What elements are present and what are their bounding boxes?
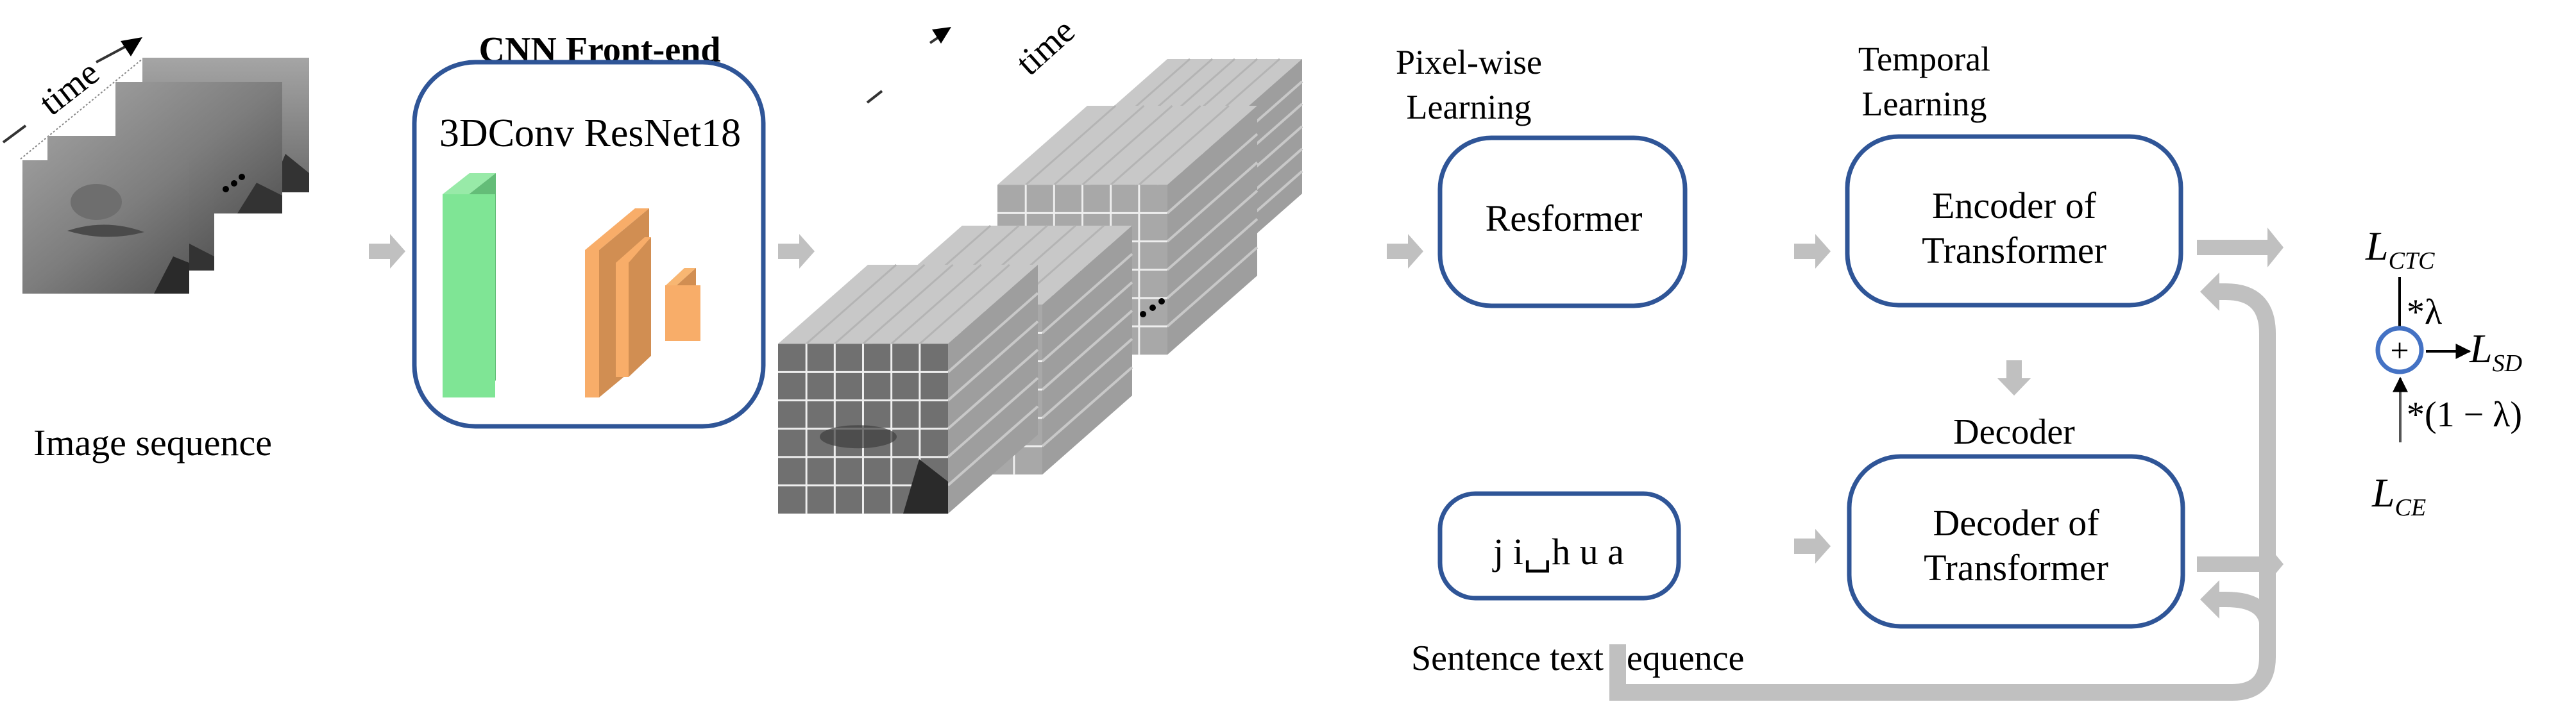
resformer-box[interactable] <box>1437 135 1688 308</box>
weight-ce: *(1 − λ) <box>2407 395 2522 435</box>
flow-arrow-2-icon <box>778 234 815 269</box>
conv3d-block-icon <box>443 173 496 397</box>
flow-arrow-down-icon <box>1997 360 2031 396</box>
text-sequence-caption: Sentence text sequence <box>1411 639 1744 678</box>
time-arrowhead-features-icon <box>932 27 951 44</box>
image-sequence-caption: Image sequence <box>33 422 272 464</box>
decoder-label-line1: Decoder of <box>1933 502 2099 544</box>
cube-top-line <box>1138 104 1230 186</box>
loss-section: LCTC *λ + LSD *(1 − λ) LCE <box>2365 223 2522 521</box>
feedback-branch-decoder <box>2216 592 2275 629</box>
flow-arrow-5-icon <box>1794 529 1831 564</box>
sum-symbol: + <box>2390 333 2409 369</box>
resnet18-blocks-icon <box>585 208 700 397</box>
cube-side-line <box>947 320 1039 402</box>
feedback-loop-path <box>1609 283 2276 701</box>
feedback-arrowhead-bottom-icon <box>2200 580 2219 619</box>
ellipsis-dot <box>1140 311 1146 317</box>
cube-side-line <box>1166 133 1258 214</box>
cube-side-line <box>1041 309 1133 391</box>
cube-top-line <box>919 263 1010 345</box>
cube-side-line <box>947 348 1039 430</box>
text-tokens-box[interactable] <box>1437 491 1681 601</box>
text-input-section: j i␣h u a Sentence text sequence <box>1411 491 1744 678</box>
feature-cube <box>778 263 1039 514</box>
cube-top-line <box>806 263 897 345</box>
face-lips <box>820 425 897 449</box>
loss-sd: LSD <box>2469 326 2522 377</box>
cube-side-line <box>1166 246 1258 328</box>
image-sequence: time Image sequence <box>2 37 309 464</box>
feedback-arrowhead-top-icon <box>2200 272 2219 311</box>
cube-side-line <box>947 377 1039 458</box>
flow-arrow-1-icon <box>369 234 405 269</box>
loss-ctc: LCTC <box>2365 223 2435 274</box>
ellipsis-dot <box>1149 305 1156 311</box>
encoder-box[interactable] <box>1845 134 2183 308</box>
resformer-label: Resformer <box>1486 197 1643 239</box>
cube-side-line <box>947 405 1039 487</box>
feedback-arrows <box>1609 228 2284 701</box>
time-arrowhead-icon <box>121 37 142 56</box>
cube-side-line <box>1166 161 1258 243</box>
ellipsis-dots-input <box>223 174 245 192</box>
cube-top-line <box>862 263 954 345</box>
cnn-front-end: CNN Front-end 3DConv ResNet18 <box>412 30 766 429</box>
feature-cubes: time <box>778 11 1303 514</box>
cube-side-line <box>947 292 1039 373</box>
weight-ctc: *λ <box>2407 292 2442 332</box>
pixelwise-learning: Pixel-wise Learning Resformer <box>1396 43 1688 308</box>
cube-side-line <box>1041 253 1133 334</box>
text-tokens: j i␣h u a <box>1492 531 1624 573</box>
cube-top-line <box>1081 104 1173 186</box>
time-label-input: time <box>32 53 107 123</box>
encoder-label-line2: Transformer <box>1922 230 2106 271</box>
time-label-features: time <box>1008 11 1082 83</box>
face-collar <box>903 459 948 514</box>
pixelwise-heading-line1: Pixel-wise <box>1396 43 1542 81</box>
cube-side-line <box>1166 218 1258 299</box>
pixelwise-heading-line2: Learning <box>1407 88 1532 126</box>
flow-arrow-4-icon <box>1794 234 1831 269</box>
flow-arrow-3-icon <box>1387 234 1423 269</box>
cube-side-line <box>1041 366 1133 447</box>
arrow-to-lctc-icon <box>2197 228 2284 267</box>
loss-ce: LCE <box>2371 470 2426 521</box>
sum-node <box>2375 326 2424 374</box>
decoder-section: Decoder Decoder of Transformer <box>1847 412 2185 629</box>
cube-top-line <box>1053 104 1145 186</box>
cube-top-line <box>1025 104 1117 186</box>
temporal-learning: Temporal Learning Encoder of Transformer <box>1845 40 2183 308</box>
temporal-heading-line2: Learning <box>1862 85 1987 123</box>
cnn-subtitle: 3DConv ResNet18 <box>439 112 741 155</box>
encoder-label-line1: Encoder of <box>1932 185 2097 226</box>
decoder-label-line2: Transformer <box>1924 547 2108 589</box>
cube-top-line <box>834 263 926 345</box>
decoder-heading: Decoder <box>1953 412 2075 452</box>
cube-top-line <box>1110 104 1201 186</box>
decoder-box[interactable] <box>1847 454 2185 629</box>
ellipsis-dot <box>1158 298 1165 305</box>
arrow-to-lce-icon <box>2197 545 2284 583</box>
cube-side-line <box>1166 189 1258 271</box>
cube-side-line <box>1041 281 1133 363</box>
temporal-heading-line1: Temporal <box>1858 40 1990 78</box>
cube-side-line <box>1041 338 1133 419</box>
cube-top-line <box>890 263 982 345</box>
